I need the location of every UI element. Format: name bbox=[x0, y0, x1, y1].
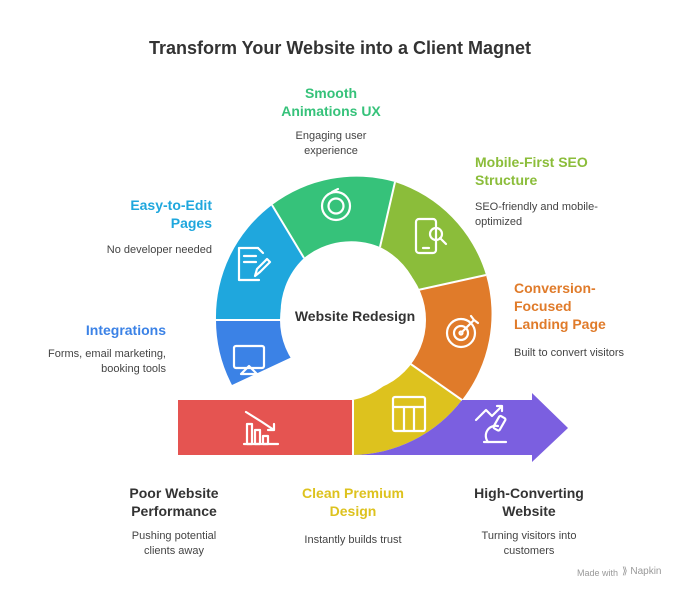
growth-microscope-icon bbox=[474, 404, 508, 444]
label-mobile-first-seo: Mobile-First SEO Structure bbox=[475, 154, 588, 188]
desc-mobile-first-seo: SEO-friendly and mobile-optimized bbox=[475, 201, 598, 228]
desc-integrations: Forms, email marketing, booking tools bbox=[48, 348, 166, 375]
napkin-brand: ⟫ Napkin bbox=[622, 566, 661, 577]
screen-share-icon bbox=[232, 344, 266, 376]
segment-poor-performance bbox=[178, 400, 354, 455]
napkin-label: Napkin bbox=[630, 566, 662, 577]
desc-easy-to-edit: No developer needed bbox=[106, 244, 212, 256]
made-with-text: Made with bbox=[577, 568, 619, 578]
mobile-search-icon bbox=[414, 217, 448, 255]
desc-poor-performance: Pushing potential clients away bbox=[131, 530, 217, 557]
segment-integrations bbox=[216, 320, 292, 385]
label-conversion-focused: Conversion-Focused Landing Page bbox=[514, 280, 606, 332]
label-poor-performance: Poor Website Performance bbox=[129, 485, 219, 519]
declining-chart-icon bbox=[242, 410, 280, 446]
layout-grid-icon bbox=[391, 395, 427, 433]
target-icon bbox=[445, 314, 480, 349]
label-easy-to-edit: Easy-to-Edit Pages bbox=[130, 197, 212, 231]
segment-easy-to-edit bbox=[215, 205, 304, 320]
refresh-icon bbox=[320, 187, 352, 222]
segment-separators bbox=[216, 181, 487, 455]
center-disk bbox=[280, 247, 426, 393]
label-integrations: Integrations bbox=[85, 322, 166, 338]
label-smooth-animations: Smooth Animations UX bbox=[281, 85, 381, 119]
desc-smooth-animations: Engaging user experience bbox=[295, 130, 367, 157]
segment-high-converting-arrow bbox=[353, 393, 568, 462]
desc-high-converting: Turning visitors into customers bbox=[481, 530, 577, 557]
diagram-title: Transform Your Website into a Client Mag… bbox=[148, 38, 532, 58]
label-high-converting: High-Converting Website bbox=[474, 485, 584, 519]
center-label: Website Redesign bbox=[294, 308, 416, 324]
napkin-logo-icon: ⟫ bbox=[622, 566, 628, 577]
segment-mobile-first-seo bbox=[380, 182, 486, 290]
label-clean-premium-design: Clean Premium Design bbox=[302, 485, 404, 519]
desc-conversion-focused: Built to convert visitors bbox=[514, 347, 625, 359]
segment-smooth-animations bbox=[272, 176, 395, 258]
desc-clean-premium-design: Instantly builds trust bbox=[304, 534, 402, 546]
edit-document-icon bbox=[237, 246, 272, 282]
